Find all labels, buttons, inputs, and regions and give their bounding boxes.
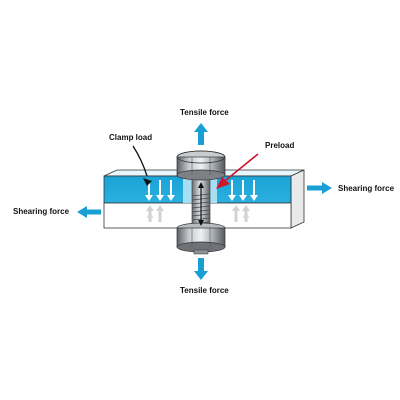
reaction-arrow bbox=[242, 212, 250, 222]
shearing-arrow-left bbox=[77, 206, 101, 218]
hex-nut-icon bbox=[176, 222, 226, 253]
tensile-force-top-label: Tensile force bbox=[180, 108, 229, 117]
tensile-arrow-up bbox=[194, 123, 208, 145]
reaction-arrow bbox=[146, 212, 154, 222]
clamp-arrow bbox=[239, 180, 247, 201]
reaction-arrows bbox=[146, 205, 250, 222]
shearing-force-left-label: Shearing force bbox=[13, 207, 70, 216]
clamp-arrow bbox=[167, 180, 175, 201]
bolt-tip bbox=[193, 249, 209, 255]
reaction-arrow bbox=[156, 205, 164, 222]
shearing-arrow-right bbox=[307, 182, 332, 194]
preload-label: Preload bbox=[265, 141, 294, 150]
clamp-arrow bbox=[156, 180, 164, 201]
clamp-load-leader bbox=[132, 145, 152, 186]
clamp-load-arrows bbox=[145, 180, 258, 201]
plate-side-face bbox=[290, 169, 305, 229]
clamp-arrow bbox=[250, 180, 258, 201]
tensile-arrow-down bbox=[194, 258, 208, 280]
preload-double-arrow bbox=[198, 182, 204, 226]
tensile-force-bottom-label: Tensile force bbox=[180, 286, 229, 295]
hex-bolt-icon bbox=[176, 150, 226, 255]
reaction-arrow bbox=[232, 205, 240, 222]
preload-leader bbox=[216, 153, 259, 189]
clamp-arrow bbox=[228, 180, 236, 201]
clamp-load-label: Clamp load bbox=[109, 133, 152, 142]
bolt-head bbox=[176, 150, 226, 181]
shearing-force-right-label: Shearing force bbox=[338, 184, 395, 193]
